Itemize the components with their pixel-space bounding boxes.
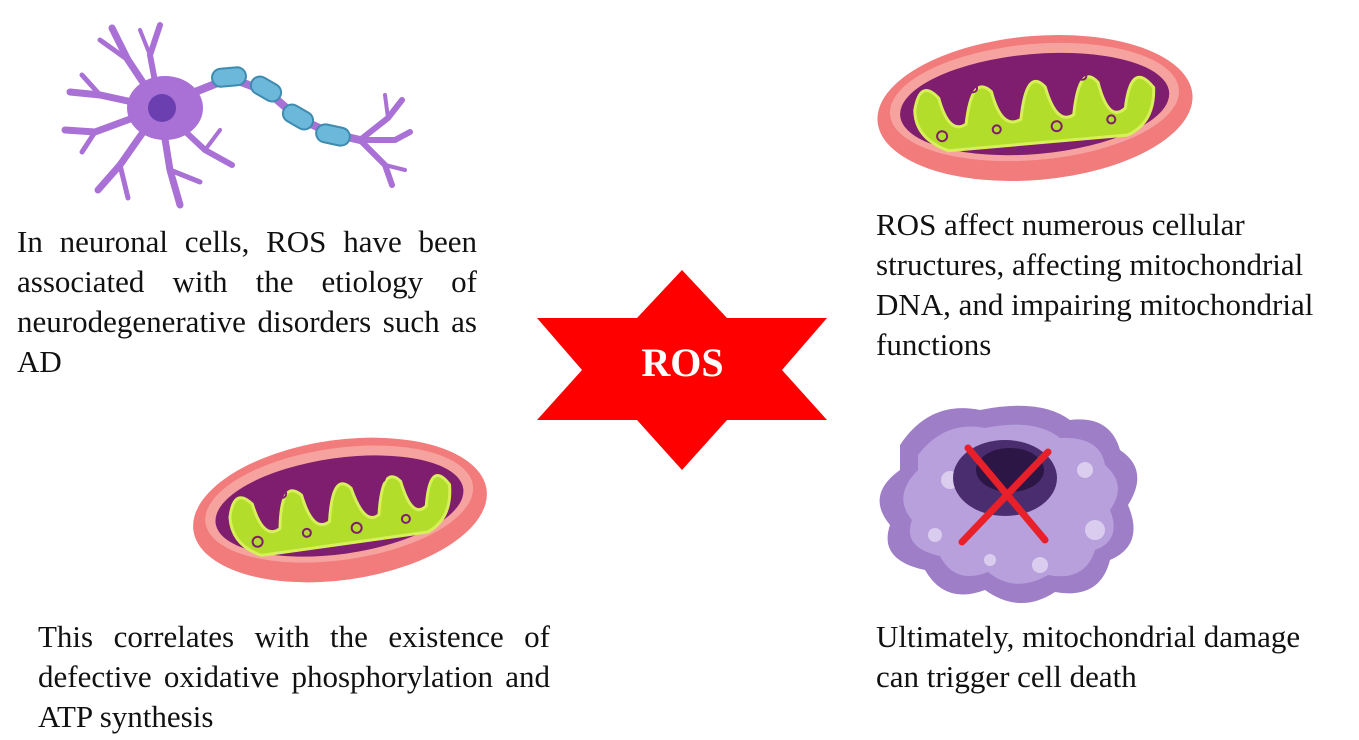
red-x-icon <box>958 444 1052 546</box>
cell-death-caption: Ultimately, mitochondrial damage can tri… <box>876 619 1301 694</box>
neuron-caption: In neuronal cells, ROS have been associa… <box>17 224 477 379</box>
star-shape <box>537 270 827 470</box>
mito-top-caption: ROS affect numerous cellular structures,… <box>876 207 1314 362</box>
ros-label: ROS <box>641 340 724 385</box>
mito-bottom-caption: This correlates with the existence of de… <box>38 619 550 734</box>
nucleus <box>148 94 176 122</box>
